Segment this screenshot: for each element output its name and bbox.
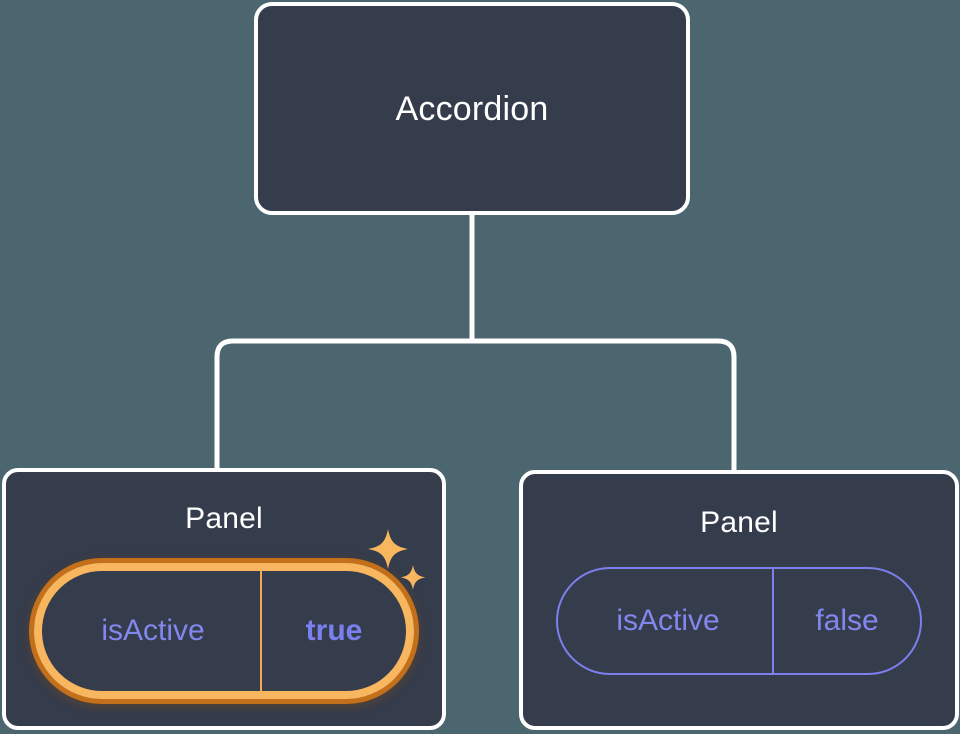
prop-pill-inactive[interactable]: isActive false	[556, 567, 922, 675]
node-panel-inactive[interactable]: Panel isActive false	[519, 470, 959, 730]
connector-branch-right	[472, 338, 737, 472]
prop-value: false	[772, 569, 920, 673]
node-accordion-label: Accordion	[395, 89, 549, 128]
prop-pill-active[interactable]: isActive true	[34, 563, 414, 699]
prop-key: isActive	[101, 614, 205, 647]
node-panel-active-label: Panel	[185, 502, 263, 535]
prop-pill-active-wrap: isActive true	[6, 529, 442, 699]
node-panel-active[interactable]: Panel isActive true	[2, 468, 446, 730]
node-accordion[interactable]: Accordion	[254, 2, 690, 215]
connector-branch-left	[214, 338, 472, 470]
prop-pill-inactive-wrap: isActive false	[523, 567, 955, 675]
prop-key: isActive	[616, 604, 720, 637]
node-panel-inactive-label: Panel	[700, 506, 778, 539]
prop-value: true	[260, 571, 406, 691]
